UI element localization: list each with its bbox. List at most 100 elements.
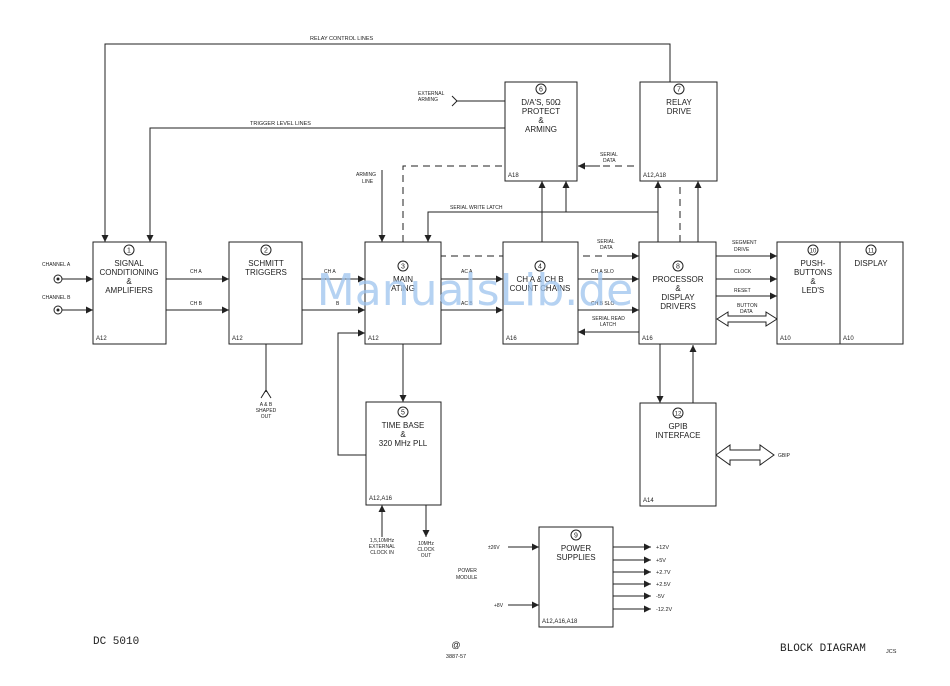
supply-out-4: +2.5V [656, 582, 671, 588]
block-7-relay-drive: 7 RELAY DRIVE A12,A18 [639, 81, 718, 182]
plus8-label: +8V [494, 603, 504, 609]
supply-out-2: +5V [656, 558, 666, 564]
ch-b-label-1: CH B [190, 301, 203, 307]
block-4-count-chains: 4 CH A & CH B COUNT CHAINS A16 [502, 241, 579, 345]
block-10-11-buttons-display: 10 PUSH- BUTTONS & LED'S A10 11 DISPLAY … [776, 241, 904, 345]
gpib-bus [715, 444, 775, 466]
supply-out-5: -5V [656, 594, 665, 600]
external-arming-label-1: EXTERNAL [418, 91, 445, 97]
external-clock-label-1: 1,5,10MHz [370, 538, 395, 544]
block-5-ref: A12,A16 [369, 496, 393, 502]
block-1-line-4: AMPLIFIERS [105, 286, 153, 295]
power-module-label-1: POWER [458, 568, 477, 574]
block-10-number: 10 [810, 249, 817, 255]
block-9-line-1: POWER [561, 544, 591, 553]
external-clock-label-3: CLOCK IN [370, 550, 394, 556]
supply-out-1: +12V [656, 545, 669, 551]
channel-b-connector [53, 305, 63, 315]
block-8-number: 8 [676, 264, 680, 271]
ac-a-label: AC A [461, 269, 473, 275]
power-module-label-2: MODULE [456, 575, 478, 581]
channel-a-label: CHANNEL A [42, 262, 71, 268]
arming-line-label-2: LINE [362, 179, 374, 185]
block-12-number: 12 [675, 412, 682, 418]
trigger-level-label: TRIGGER LEVEL LINES [250, 121, 311, 127]
block-2-ref: A12 [232, 336, 243, 342]
block-9-ref: A12,A16,A18 [542, 619, 578, 625]
block-5-line-3: 320 MHz PLL [379, 439, 428, 448]
clock-out-label-2: CLOCK [417, 547, 435, 553]
serial-write-latch [424, 211, 659, 242]
segment-drive-label-2: DRIVE [734, 247, 750, 253]
block-7-number: 7 [677, 87, 681, 94]
block-10-line-2: BUTTONS [794, 268, 832, 277]
block-8-line-1: PROCESSOR [652, 275, 703, 284]
ch-a-label-1: CH A [190, 269, 202, 275]
block-6-line-1: D/A'S, 50Ω [521, 98, 561, 107]
external-arming-label-2: ARMING [418, 97, 438, 103]
button-data-label-2: DATA [740, 309, 753, 315]
block-3-main-gating: 3 MAIN ATING A12 [364, 241, 442, 345]
shaped-out-label-2: SHAPED [256, 408, 277, 414]
serial-read-latch-label-1: SERIAL READ [592, 316, 625, 322]
block-7-ref: A12,A18 [643, 173, 667, 179]
footer: DC 5010 @ 3887-57 BLOCK DIAGRAM JCS [93, 636, 897, 660]
serial-data-top-label-1: SERIAL [600, 152, 618, 158]
block-11-number: 11 [868, 249, 875, 255]
block-11-line-1: DISPLAY [854, 259, 888, 268]
block-3-number: 3 [401, 264, 405, 271]
watermark: ManualsLib.de [317, 265, 633, 316]
block-6-da-protect-arming: 6 D/A'S, 50Ω PROTECT & ARMING A18 [504, 81, 578, 182]
ac-b-label: AC B [461, 301, 473, 307]
block-10-ref: A10 [780, 336, 791, 342]
block-2-line-2: TRIGGERS [245, 268, 287, 277]
block-8-line-2: & [675, 284, 681, 293]
block-11-ref: A10 [843, 336, 854, 342]
supply-out-6: -12.2V [656, 607, 673, 613]
block-6-line-2: PROTECT [522, 107, 560, 116]
relay-control-label: RELAY CONTROL LINES [310, 36, 373, 42]
ch-b-slo-label: CH B SLO [591, 301, 614, 307]
block-7-line-2: DRIVE [667, 107, 691, 116]
model-number: DC 5010 [93, 636, 139, 648]
block-10-line-4: LED'S [802, 286, 824, 295]
block-4-ref: A16 [506, 336, 517, 342]
ch-a-slo-label: CH A SLO [591, 269, 614, 275]
gpib-label: GBIP [778, 453, 791, 459]
shaped-out-connector [260, 389, 272, 399]
external-arming-connector [451, 95, 458, 107]
segment-drive-label-1: SEGMENT [732, 240, 757, 246]
plus26-label: ±26V [488, 545, 500, 551]
block-5-number: 5 [401, 410, 405, 417]
block-1-signal-conditioning: 1 SIGNAL CONDITIONING & AMPLIFIERS A12 [92, 241, 167, 345]
block-2-number: 2 [264, 248, 268, 255]
block-12-line-1: GPIB [668, 422, 687, 431]
block-4-number: 4 [538, 264, 542, 271]
block-1-line-2: CONDITIONING [99, 268, 158, 277]
block-7-line-1: RELAY [666, 98, 692, 107]
ch-a-label-2: CH A [324, 269, 336, 275]
block-5-line-1: TIME BASE [382, 421, 425, 430]
block-12-ref: A14 [643, 498, 654, 504]
signal-labels: RELAY CONTROL LINES TRIGGER LEVEL LINES … [42, 36, 791, 613]
block-5-time-base: 5 TIME BASE & 320 MHz PLL A12,A16 [365, 401, 442, 506]
block-8-line-3: DISPLAY [661, 293, 695, 302]
connections [62, 43, 778, 613]
block-1-number: 1 [127, 248, 131, 255]
serial-data-top-label-2: DATA [603, 158, 616, 164]
clock-out-label-3: OUT [421, 553, 432, 559]
block-1-line-1: SIGNAL [114, 259, 144, 268]
block-1-line-3: & [126, 277, 132, 286]
block-8-processor: 8 PROCESSOR & DISPLAY DRIVERS A16 [638, 241, 717, 345]
relay-control-lines [101, 43, 671, 242]
block-9-number: 9 [574, 533, 578, 540]
reset-label: RESET [734, 288, 751, 294]
block-3-line-1: MAIN [393, 275, 413, 284]
serial-data-mid-label-2: DATA [600, 245, 613, 251]
feedback-5-3 [337, 329, 366, 456]
diagram-title: BLOCK DIAGRAM [780, 643, 866, 655]
shaped-out-label-3: OUT [261, 414, 272, 420]
block-4-line-2: COUNT CHAINS [510, 284, 571, 293]
block-12-line-2: INTERFACE [656, 431, 701, 440]
